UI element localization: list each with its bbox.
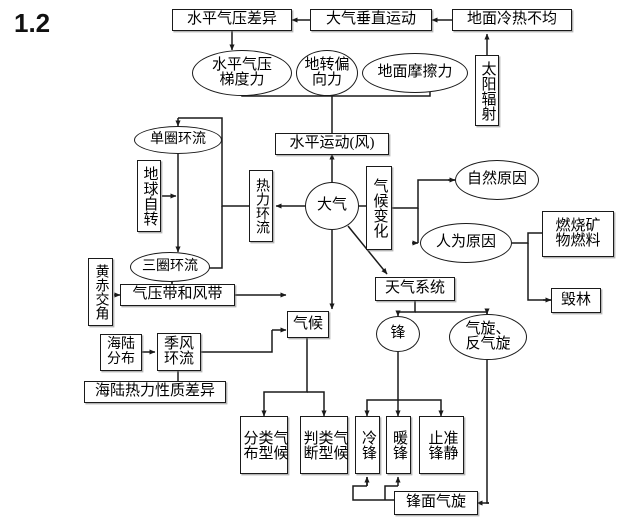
node-climate-type-judgement[interactable]: 气候 类型 判断 — [300, 416, 348, 474]
section-number: 1.2 — [14, 8, 51, 38]
node-horizontal-motion-wind[interactable]: 水平运动(风) — [275, 133, 389, 155]
node-deforestation[interactable]: 毁林 — [551, 288, 601, 313]
node-three-cell-circulation[interactable]: 三圈环流 — [130, 252, 210, 282]
node-thermal-circulation[interactable]: 热力环流 — [249, 170, 273, 242]
node-earth-rotation[interactable]: 地球自转 — [137, 160, 161, 232]
node-vertical-motion[interactable]: 大气垂直运动 — [310, 9, 432, 31]
node-climate-change[interactable]: 气候变化 — [366, 166, 392, 250]
node-human-cause[interactable]: 人为原因 — [420, 223, 512, 263]
node-obliquity-of-ecliptic[interactable]: 黄赤交角 — [88, 258, 113, 326]
node-monsoon-circulation[interactable]: 季风 环流 — [157, 333, 201, 371]
node-weather-system[interactable]: 天气系统 — [375, 277, 455, 301]
node-front[interactable]: 锋 — [376, 316, 420, 352]
node-stationary-front[interactable]: 准静 止锋 — [419, 416, 464, 474]
node-coriolis-force[interactable]: 地转偏 向力 — [296, 50, 358, 96]
node-friction-force[interactable]: 地面摩擦力 — [362, 53, 468, 93]
node-single-cell-circulation[interactable]: 单圈环流 — [134, 126, 222, 154]
node-horizontal-pressure-difference[interactable]: 水平气压差异 — [172, 9, 292, 31]
node-climate-type-distribution[interactable]: 气候 类型 分布 — [240, 416, 288, 474]
node-climate[interactable]: 气候 — [287, 311, 329, 338]
node-burning-fossil-fuel[interactable]: 燃烧矿 物燃料 — [542, 211, 614, 257]
node-natural-cause[interactable]: 自然原因 — [455, 160, 539, 200]
node-warm-front[interactable]: 暖锋 — [386, 416, 411, 474]
node-pressure-gradient-force[interactable]: 水平气压 梯度力 — [192, 50, 292, 96]
node-land-sea-distribution[interactable]: 海陆 分布 — [100, 334, 142, 371]
node-land-sea-thermal-difference[interactable]: 海陆热力性质差异 — [84, 381, 226, 403]
node-frontal-cyclone[interactable]: 锋面气旋 — [394, 491, 478, 515]
node-solar-radiation[interactable]: 太阳辐射 — [475, 55, 499, 126]
node-atmosphere[interactable]: 大气 — [305, 182, 359, 230]
node-pressure-and-wind-belts[interactable]: 气压带和风带 — [120, 284, 235, 306]
node-surface-heating-uneven[interactable]: 地面冷热不均 — [452, 9, 572, 31]
node-cold-front[interactable]: 冷锋 — [355, 416, 380, 474]
node-cyclone-anticyclone[interactable]: 气旋、 反气旋 — [449, 314, 527, 360]
